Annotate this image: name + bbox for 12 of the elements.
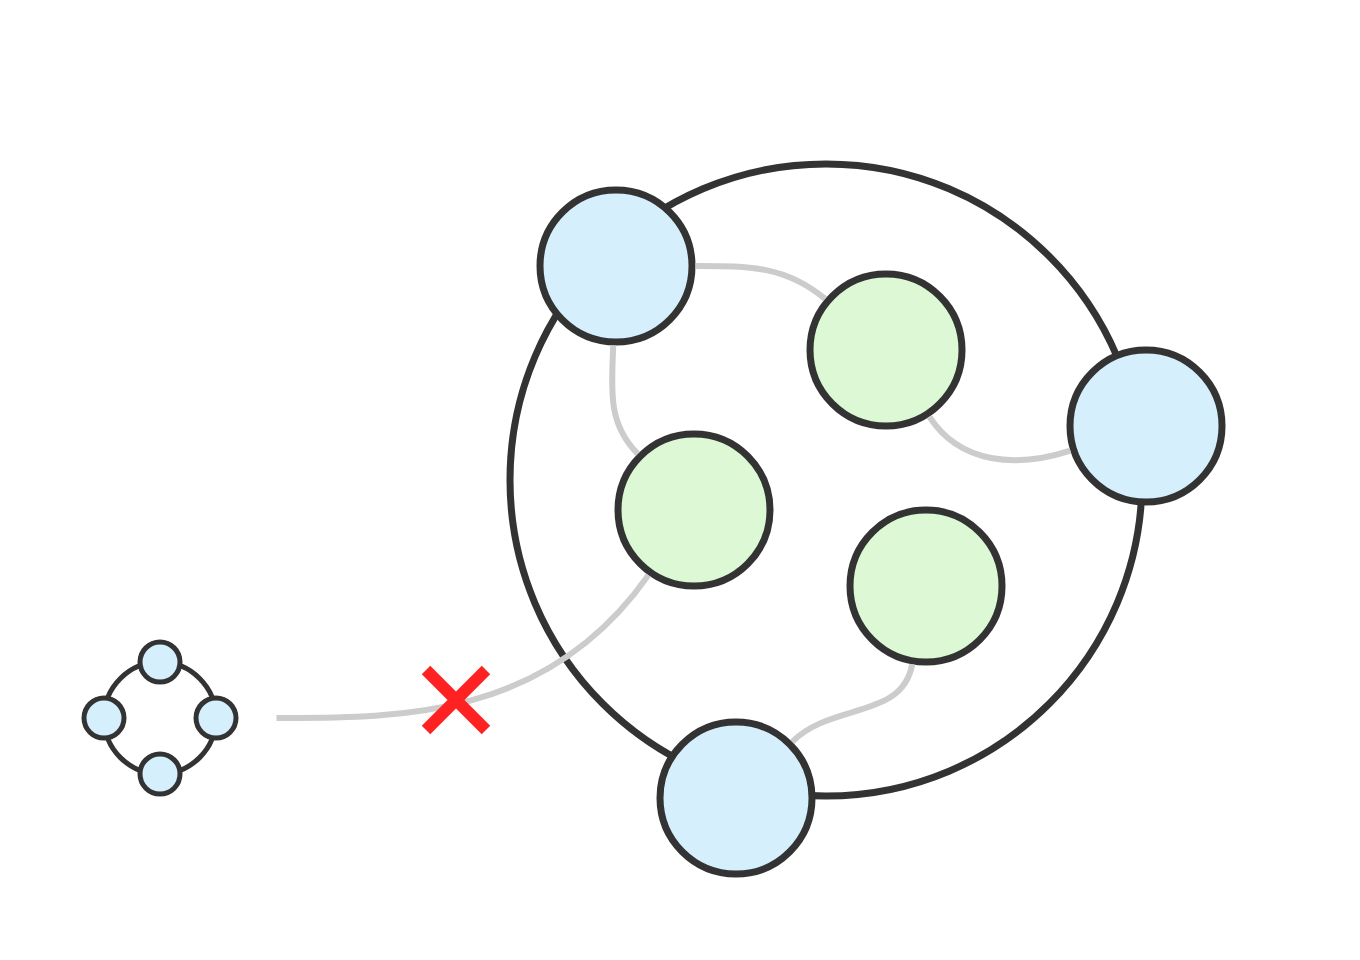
node-circle	[1066, 346, 1226, 506]
connector-line	[926, 414, 1072, 464]
connector-line	[695, 263, 827, 302]
node-circle	[536, 186, 696, 346]
network-icon	[81, 639, 239, 797]
node-circle	[656, 718, 816, 878]
node-circle	[614, 430, 774, 590]
connector-line	[609, 345, 641, 456]
connector-line	[276, 573, 651, 721]
node-circle	[806, 270, 966, 430]
connector-line	[790, 663, 916, 745]
node-circle	[846, 506, 1006, 666]
